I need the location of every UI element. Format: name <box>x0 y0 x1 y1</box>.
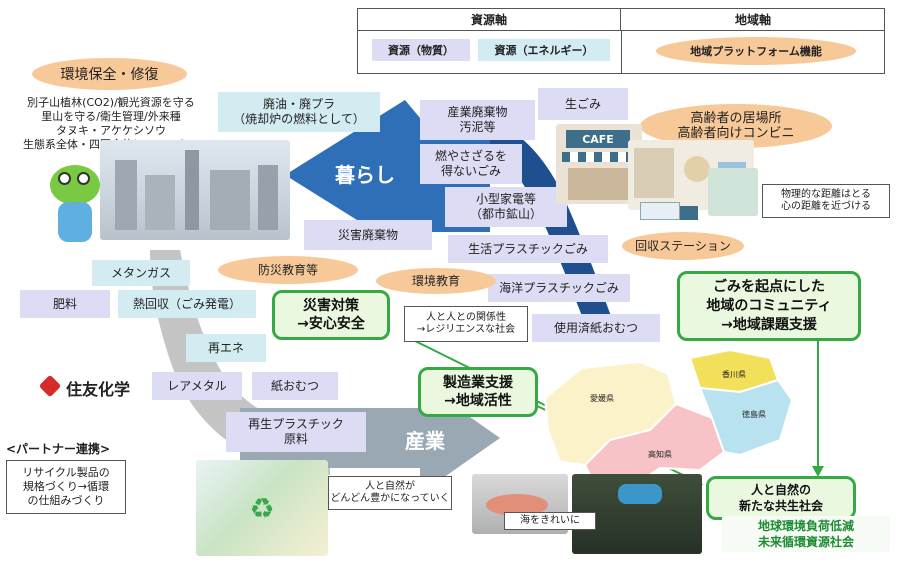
note-nature: 人と自然が どんどん豊かになっていく <box>328 476 452 510</box>
recycled-goods-image: ♻ <box>196 460 328 556</box>
box-used-diapers: 使用済紙おむつ <box>532 314 660 342</box>
legend-energy: 資源（エネルギー） <box>478 39 610 61</box>
green-manufacturing: 製造業支援 →地域活性 <box>418 367 538 417</box>
map-label-ehime: 愛媛県 <box>590 393 614 403</box>
note-sea: 海をきれいに <box>504 512 596 530</box>
truck-illustration <box>640 196 700 226</box>
box-rare-metal: レアメタル <box>152 372 242 400</box>
recycle-icon: ♻ <box>249 491 275 525</box>
frog-mascot-image <box>40 160 108 248</box>
goals-text: 地球環境負荷低減 未来循環資源社会 <box>722 516 890 552</box>
partner-body: リサイクル製品の 規格づくり→循環 の仕組みづくり <box>6 460 126 514</box>
env-title: 環境保全・修復 <box>32 58 187 90</box>
note-relations: 人と人との関係性 →レジリエンスな社会 <box>404 306 528 342</box>
green-coexist: 人と自然の 新たな共生社会 <box>706 476 856 520</box>
box-methane: メタンガス <box>92 260 190 286</box>
town-illustration: CAFE <box>556 124 642 204</box>
industry-label: 産業 <box>405 428 445 453</box>
box-ocean-plastic: 海洋プラスチックごみ <box>488 274 630 302</box>
company-logo: 住友化学 <box>38 374 150 399</box>
box-burnable: 燃やさざるを 得ないごみ <box>420 144 522 184</box>
box-appliances: 小型家電等 （都市鉱山） <box>445 187 567 227</box>
region-axis-header: 地域軸 <box>621 9 885 31</box>
map-label-tokushima: 徳島県 <box>742 409 766 419</box>
box-industrial-waste: 産業廃棄物 汚泥等 <box>420 100 535 140</box>
green-disaster: 災害対策 →安心安全 <box>272 290 390 340</box>
map-label-kagawa: 香川県 <box>722 369 746 379</box>
life-label: 暮らし <box>335 162 395 187</box>
box-fertilizer: 肥料 <box>20 290 110 318</box>
note-physical-distance: 物理的な距離はとる 心の距離を近づける <box>762 184 890 218</box>
box-garbage: 生ごみ <box>538 88 628 120</box>
green-community: ごみを起点にした 地域のコミュニティ →地域課題支援 <box>677 271 861 341</box>
box-plastic-life: 生活プラスチックごみ <box>448 235 608 263</box>
box-waste-oil: 廃油・廃プラ （焼却炉の燃料として） <box>218 92 380 132</box>
peach-collection: 回収ステーション <box>622 232 744 260</box>
legend-table: 資源軸 地域軸 資源（物質） 資源（エネルギー） 地域プラットフォーム機能 <box>357 8 885 74</box>
cafe-sign: CAFE <box>566 130 630 148</box>
factory-image <box>100 140 290 240</box>
legend-platform: 地域プラットフォーム機能 <box>656 37 856 65</box>
box-disaster-waste: 災害廃棄物 <box>304 220 432 250</box>
box-renewable: 再エネ <box>186 334 266 362</box>
resource-axis-header: 資源軸 <box>358 9 621 31</box>
company-logo-mark <box>38 374 62 398</box>
box-heat-recovery: 熱回収（ごみ発電） <box>118 290 256 318</box>
peach-disaster-edu: 防災教育等 <box>218 256 358 284</box>
company-name: 住友化学 <box>66 380 131 399</box>
map-tokushima <box>698 378 794 457</box>
box-recycled-plastic: 再生プラスチック 原料 <box>226 412 366 452</box>
box-paper-diaper: 紙おむつ <box>252 372 338 400</box>
bins-illustration <box>708 168 758 216</box>
peach-env-edu: 環境教育 <box>376 268 496 294</box>
legend-material: 資源（物質） <box>372 39 470 61</box>
map-label-kochi: 高知県 <box>648 449 672 459</box>
partner-title: <パートナー連携> <box>6 442 111 456</box>
